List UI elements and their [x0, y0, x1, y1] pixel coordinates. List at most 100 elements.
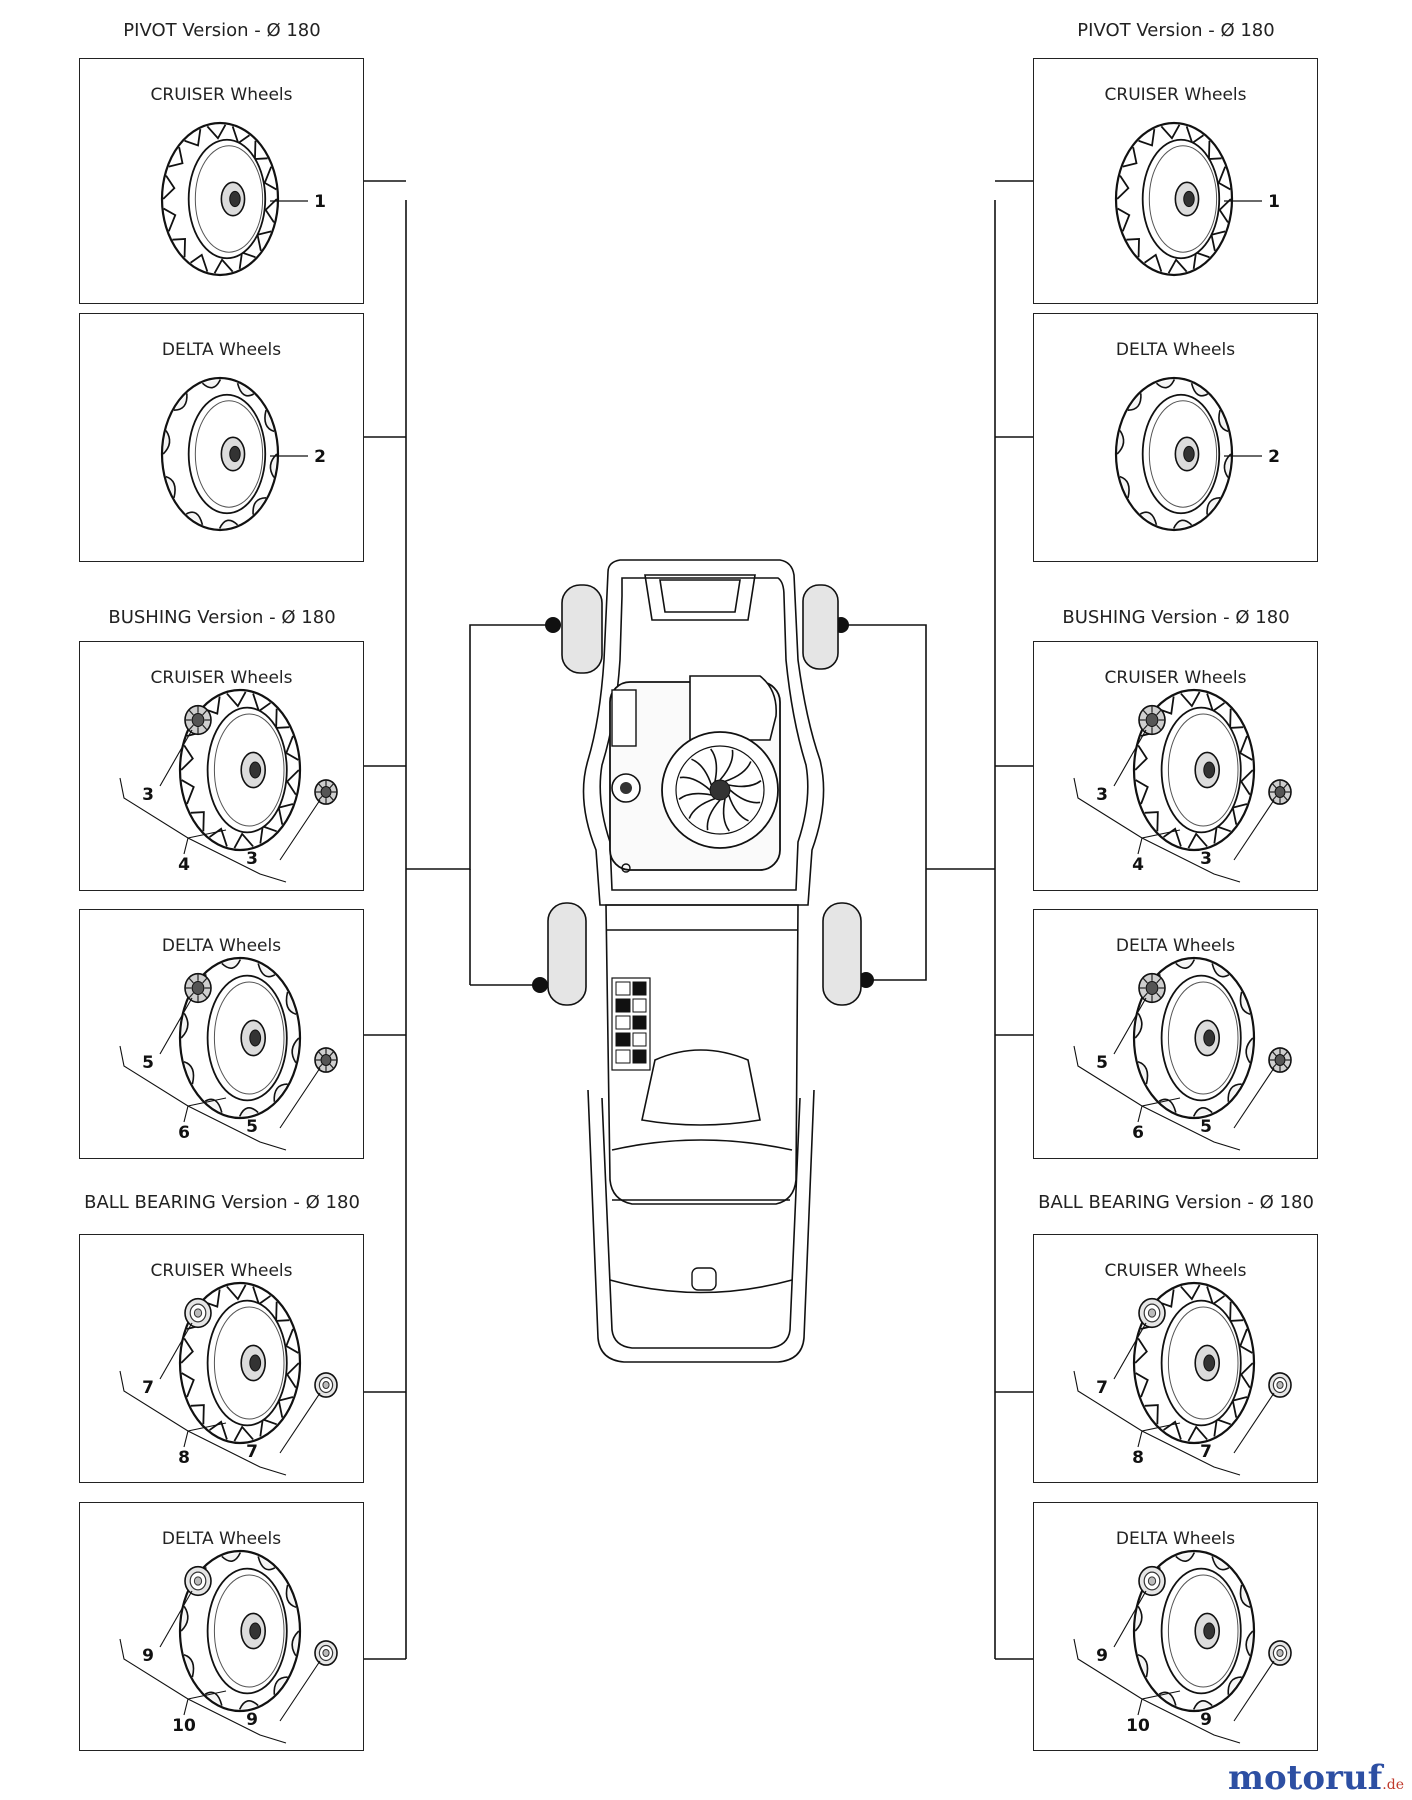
wheel-drawing	[1114, 121, 1234, 277]
bearing-part-callout: 9	[246, 1710, 258, 1730]
panel-title: CRUISER Wheels	[1104, 668, 1247, 688]
bearing-part-callout: 5	[246, 1117, 258, 1137]
bearing-part-callout: 9	[1096, 1646, 1108, 1666]
wheel-drawing	[1132, 688, 1256, 852]
wheel-drawing	[160, 376, 280, 532]
grass-bag	[605, 904, 799, 1205]
part-number-callout: 2	[314, 447, 326, 467]
left-panel-delta-single: DELTA Wheels 2	[79, 313, 364, 562]
front-left-wheel	[561, 584, 603, 674]
wheel-drawing	[1114, 376, 1234, 532]
panel-illustration: 1	[1114, 121, 1280, 277]
panel-title: DELTA Wheels	[161, 936, 282, 956]
bearing-inner	[1138, 1297, 1166, 1329]
wheel-part-callout: 8	[178, 1448, 190, 1468]
panel-illustration: 5 5 6	[1073, 956, 1292, 1151]
bearing-outer	[314, 1047, 338, 1073]
rear-right-wheel	[822, 902, 862, 1006]
bearing-outer	[1268, 1047, 1292, 1073]
handle-bar	[587, 1089, 815, 1363]
right-panel-cruiser-bush: CRUISER Wheels 3 3 4	[1033, 641, 1318, 891]
section-title-right-bushing: BUSHING Version - Ø 180	[1062, 607, 1290, 628]
bearing-outer	[314, 1372, 338, 1398]
left-front-wheel-dot	[545, 617, 561, 633]
bearing-part-callout: 3	[246, 849, 258, 869]
front-bumper	[644, 574, 756, 621]
bearing-part-callout: 3	[1200, 849, 1212, 869]
bearing-inner	[184, 704, 212, 736]
panel-illustration: 9 9 10	[1073, 1549, 1292, 1744]
brand-watermark: motoruf.de	[1228, 1758, 1404, 1798]
panel-title: DELTA Wheels	[161, 340, 282, 360]
bearing-part-callout: 5	[1096, 1053, 1108, 1073]
wheel-part-callout: 6	[178, 1123, 190, 1143]
panel-title: DELTA Wheels	[1115, 936, 1236, 956]
wheel-part-callout: 10	[172, 1716, 196, 1736]
wheel-part-callout: 4	[178, 855, 190, 875]
bearing-inner	[1138, 704, 1166, 736]
bearing-part-callout: 5	[142, 1053, 154, 1073]
panel-title: CRUISER Wheels	[1104, 1261, 1247, 1281]
panel-illustration: 2	[1114, 376, 1280, 532]
left-wheel-leader	[406, 624, 551, 986]
wheel-drawing	[1132, 956, 1256, 1120]
panel-title: DELTA Wheels	[1115, 1529, 1236, 1549]
bearing-part-callout: 7	[142, 1378, 154, 1398]
bearing-inner	[1138, 972, 1166, 1004]
panel-illustration: 2	[160, 376, 326, 532]
bearing-part-callout: 3	[1096, 785, 1108, 805]
panel-illustration: 778	[1073, 1281, 1292, 1476]
wheel-part-callout: 6	[1132, 1123, 1144, 1143]
bearing-inner	[184, 1565, 212, 1597]
section-title-right-pivot: PIVOT Version - Ø 180	[1077, 20, 1275, 41]
left-panel-cruiser-bush: CRUISER Wheels 3 3 4	[79, 641, 364, 891]
wheel-drawing	[178, 1549, 302, 1713]
wheel-drawing	[160, 121, 280, 277]
bearing-part-callout: 3	[142, 785, 154, 805]
bearing-outer	[314, 1640, 338, 1666]
rear-left-wheel	[547, 902, 587, 1006]
panel-title: CRUISER Wheels	[1104, 85, 1247, 105]
right-rear-wheel-dot	[858, 972, 874, 988]
section-title-left-bushing: BUSHING Version - Ø 180	[108, 607, 336, 628]
left-rear-wheel-dot	[532, 977, 548, 993]
bearing-outer	[1268, 779, 1292, 805]
panel-title: CRUISER Wheels	[150, 668, 293, 688]
panel-illustration: 1	[160, 121, 326, 277]
right-panel-delta-bush: DELTA Wheels 5 5 6	[1033, 909, 1318, 1159]
part-number-callout: 1	[314, 192, 326, 212]
left-panel-delta-bush: DELTA Wheels 5 5 6	[79, 909, 364, 1159]
left-panel-cruiser-ball: CRUISER Wheels 7 7 8	[79, 1234, 364, 1483]
wheel-part-callout: 4	[1132, 855, 1144, 875]
section-title-right-ballbearing: BALL BEARING Version - Ø 180	[1038, 1192, 1314, 1213]
panel-title: CRUISER Wheels	[150, 85, 293, 105]
bearing-part-callout: 9	[1200, 1710, 1212, 1730]
wheel-part-callout: 10	[1126, 1716, 1150, 1736]
right-panel-cruiser-single: CRUISER Wheels 1	[1033, 58, 1318, 304]
section-title-left-pivot: PIVOT Version - Ø 180	[123, 20, 321, 41]
bearing-outer	[1268, 1372, 1292, 1398]
left-panel-cruiser-single: CRUISER Wheels 1	[79, 58, 364, 304]
right-wheel-leader	[843, 624, 995, 981]
bearing-part-callout: 7	[246, 1442, 258, 1462]
panel-illustration: 7 7 8	[119, 1281, 338, 1476]
panel-title: DELTA Wheels	[161, 1529, 282, 1549]
panel-title: CRUISER Wheels	[150, 1261, 293, 1281]
bearing-part-callout: 5	[1200, 1117, 1212, 1137]
part-number-callout: 2	[1268, 447, 1280, 467]
wheel-drawing	[178, 688, 302, 852]
front-right-wheel	[802, 584, 839, 670]
bearing-part-callout: 7	[1096, 1378, 1108, 1398]
bearing-part-callout: 7	[1200, 1442, 1212, 1462]
bearing-outer	[314, 779, 338, 805]
wheel-drawing	[178, 956, 302, 1120]
bearing-inner	[184, 972, 212, 1004]
panel-illustration: 3 3 4	[119, 688, 338, 883]
